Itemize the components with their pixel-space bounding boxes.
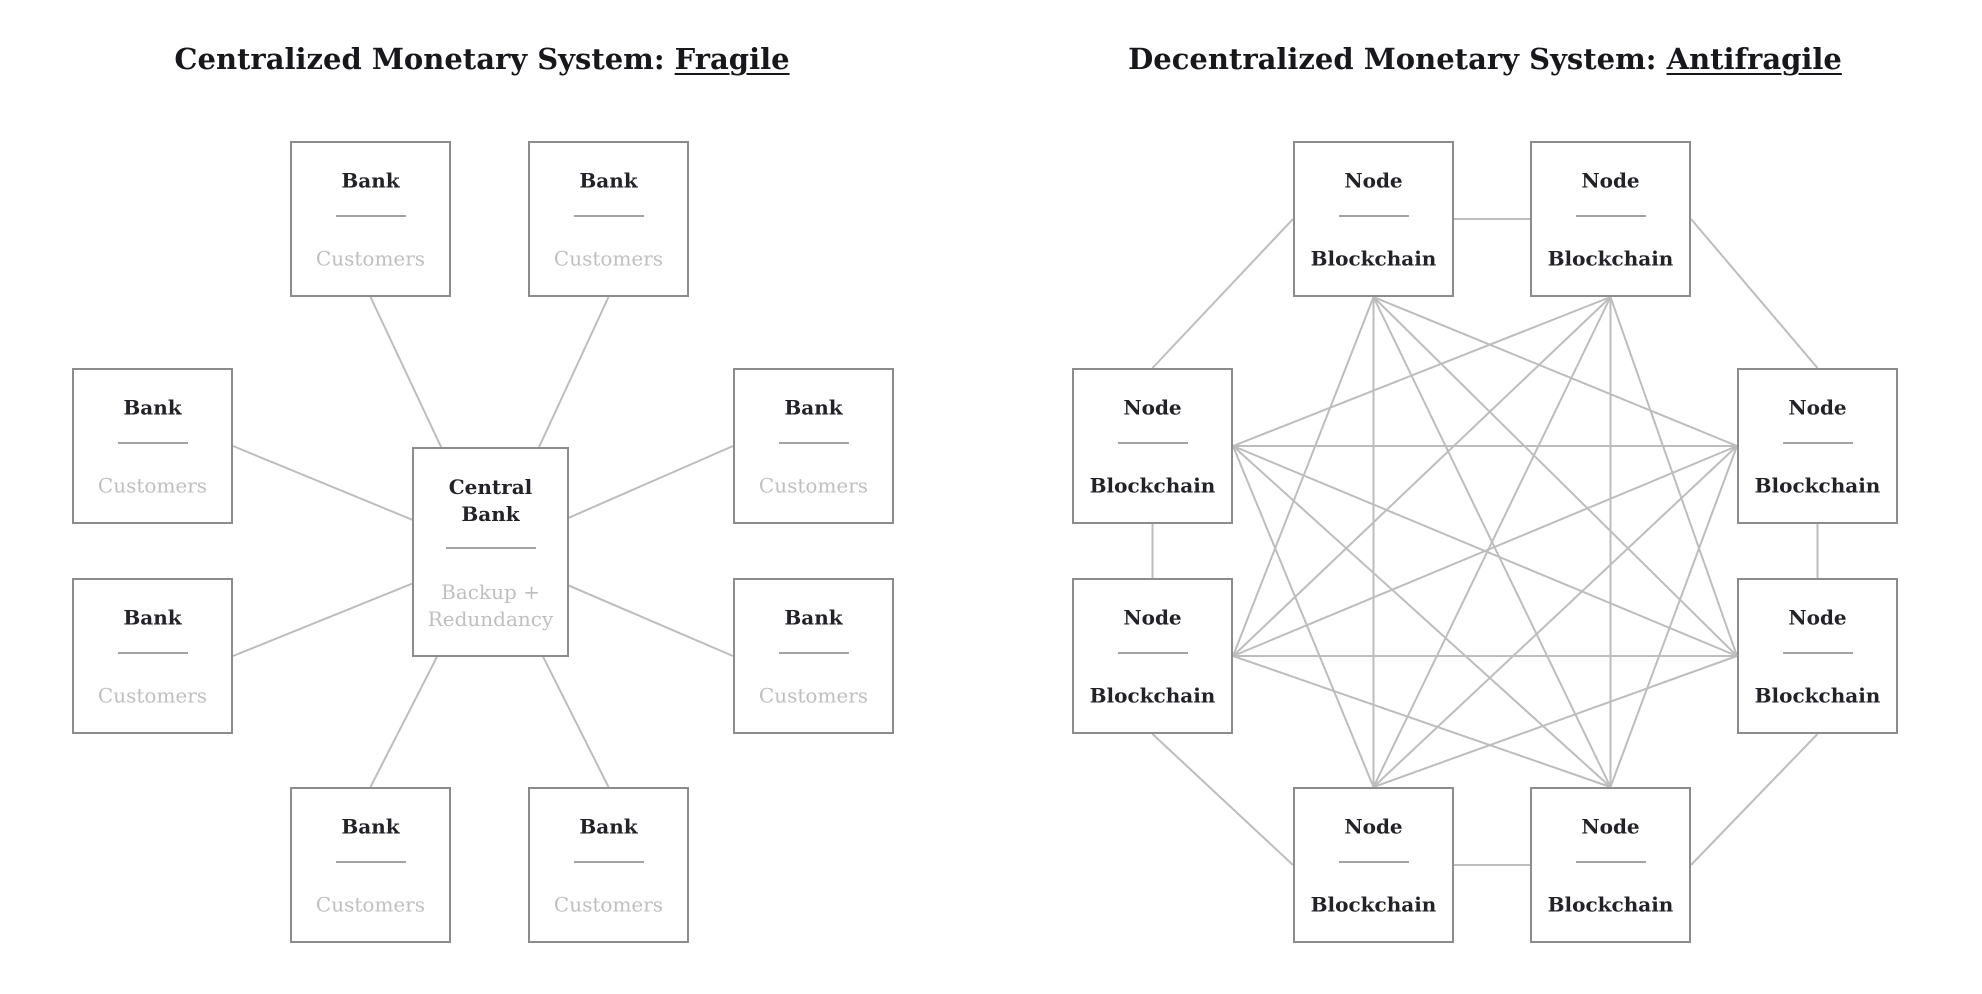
box-label: Bank (784, 395, 843, 420)
connector-line (1690, 733, 1819, 866)
connector-line (1372, 296, 1612, 788)
centralized-title-text: Centralized Monetary System: (174, 42, 675, 76)
connector-line (1232, 655, 1611, 788)
box-sublabel: Blockchain (1310, 892, 1437, 917)
box-label: Bank (579, 168, 638, 193)
box-label: Bank (123, 395, 182, 420)
connector-line (1609, 445, 1738, 788)
connector-line (1232, 296, 1375, 657)
decentralized-diagram-title: Decentralized Monetary System: Antifragi… (1072, 42, 1898, 77)
box-label: Bank (341, 814, 400, 839)
box-sublabel: Blockchain (1089, 473, 1216, 498)
box-sublabel: Customers (97, 473, 208, 498)
box-label: Node (1344, 168, 1403, 193)
box-divider (445, 546, 536, 549)
box-divider (573, 214, 644, 217)
box-label: Node (1123, 605, 1182, 630)
connector-line (1151, 733, 1294, 866)
box-label: Bank (123, 605, 182, 630)
box-label: Bank (579, 814, 638, 839)
box-divider (1338, 860, 1409, 863)
connector-line (1151, 218, 1294, 369)
box-sublabel: Customers (97, 683, 208, 708)
box-label: Node (1788, 395, 1847, 420)
box-divider (1782, 441, 1853, 444)
box-divider (1117, 441, 1188, 444)
box-label: Bank (784, 605, 843, 630)
box-sublabel: Blockchain (1310, 246, 1437, 271)
centralized-diagram-title: Centralized Monetary System: Fragile (72, 42, 892, 77)
box-divider (778, 441, 849, 444)
box-divider (1117, 651, 1188, 654)
box-label: Node (1788, 605, 1847, 630)
connector-line (1232, 296, 1611, 447)
decentralized-title-text: Decentralized Monetary System: (1128, 42, 1667, 76)
box-label: Central Bank (448, 474, 533, 526)
box-sublabel: Customers (758, 473, 869, 498)
box-label: Node (1581, 168, 1640, 193)
box-divider (335, 214, 406, 217)
box-divider (778, 651, 849, 654)
connector-line (1373, 296, 1738, 447)
box-sublabel: Customers (553, 892, 664, 917)
box-divider (1782, 651, 1853, 654)
connector-line (1372, 296, 1738, 657)
decentralized-title-emphasis: Antifragile (1666, 42, 1842, 76)
box-divider (573, 860, 644, 863)
box-sublabel: Blockchain (1754, 683, 1881, 708)
box-divider (1575, 860, 1646, 863)
box-sublabel: Customers (758, 683, 869, 708)
box-divider (117, 441, 188, 444)
box-sublabel: Customers (553, 246, 664, 271)
box-divider (1575, 214, 1646, 217)
connector-line (1609, 296, 1738, 657)
connector-line (1232, 445, 1738, 657)
connector-line (1690, 218, 1819, 369)
box-sublabel: Blockchain (1547, 892, 1674, 917)
box-sublabel: Backup + Redundancy (427, 579, 554, 631)
centralized-title-emphasis: Fragile (674, 42, 790, 76)
box-label: Bank (341, 168, 400, 193)
connector-line (1373, 655, 1738, 788)
connector-line (1232, 445, 1375, 788)
box-label: Node (1344, 814, 1403, 839)
box-sublabel: Blockchain (1547, 246, 1674, 271)
box-sublabel: Customers (315, 892, 426, 917)
box-divider (335, 860, 406, 863)
box-divider (117, 651, 188, 654)
box-label: Node (1123, 395, 1182, 420)
connector-line (1232, 445, 1612, 788)
box-label: Node (1581, 814, 1640, 839)
box-sublabel: Blockchain (1089, 683, 1216, 708)
box-sublabel: Blockchain (1754, 473, 1881, 498)
connector-line (1372, 445, 1738, 788)
box-divider (1338, 214, 1409, 217)
box-sublabel: Customers (315, 246, 426, 271)
